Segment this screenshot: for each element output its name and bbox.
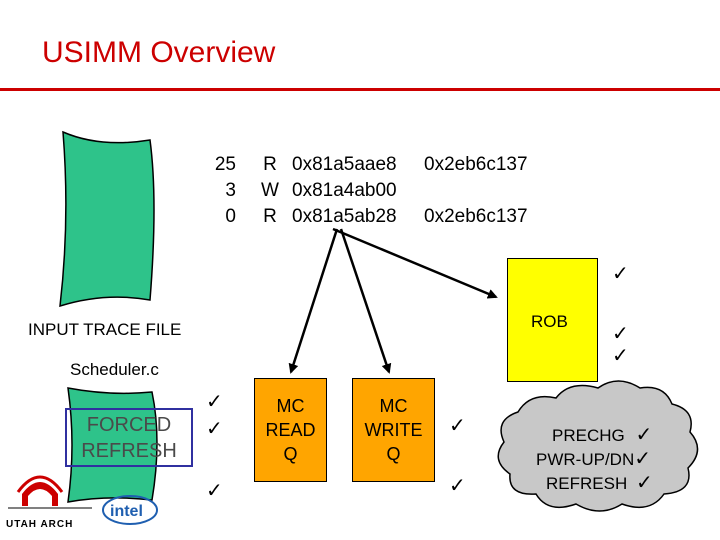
- mc-read-line1: MC: [276, 396, 305, 416]
- cloud-line1-text: PRECHG: [552, 426, 625, 445]
- scheduler-label: Scheduler.c: [70, 360, 159, 379]
- arrow-to-rob: [332, 227, 498, 299]
- check-icon: ✓: [612, 345, 629, 367]
- trace-time: 3: [225, 180, 236, 201]
- cloud-text: PRECHG ✓ PWR-UP/DN✓ REFRESH ✓: [520, 424, 670, 496]
- page-title: USIMM Overview: [42, 36, 276, 69]
- table-row: 25 R 0x81a5aae8 0x2eb6c137: [200, 152, 528, 178]
- mc-write-line3: Q: [386, 444, 401, 464]
- cloud-line-pwr: PWR-UP/DN✓: [520, 448, 670, 472]
- utah-arch-logo: UTAH ARCH: [6, 475, 92, 530]
- trace-records: 25 R 0x81a5aae8 0x2eb6c137 3 W 0x81a4ab0…: [200, 152, 528, 230]
- trace-type: R: [263, 154, 277, 175]
- arrow-to-mc-write: [339, 228, 392, 374]
- trace-type: R: [263, 206, 277, 227]
- mc-write-queue: MC WRITE Q: [352, 378, 435, 482]
- forced-refresh-line1: FORCED: [86, 413, 172, 436]
- cloud-line2-text: PWR-UP/DN: [536, 450, 635, 469]
- check-icon: ✓: [634, 448, 651, 470]
- trace-pc: 0x2eb6c137: [424, 206, 528, 227]
- check-icon: ✓: [635, 472, 653, 494]
- input-trace-file-shape: [59, 130, 155, 308]
- forced-refresh-box: FORCED REFRESH: [65, 408, 193, 467]
- mc-write-line1: MC: [379, 396, 408, 416]
- check-icon: ✓: [206, 391, 223, 413]
- forced-refresh-line2: REFRESH: [81, 439, 177, 462]
- mc-read-line3: Q: [283, 444, 298, 464]
- trace-pc: [424, 178, 528, 204]
- table-row: 0 R 0x81a5ab28 0x2eb6c137: [200, 204, 528, 230]
- trace-type: W: [261, 180, 279, 201]
- check-icon: ✓: [612, 263, 629, 285]
- trace-address: 0x81a5ab28: [292, 206, 397, 227]
- utah-arch-logo-text: UTAH ARCH: [6, 519, 73, 530]
- scheduler-file-shape: [67, 387, 158, 503]
- rob-box: [507, 258, 598, 382]
- input-trace-file-label: INPUT TRACE FILE: [28, 320, 182, 339]
- cloud-line-prechg: PRECHG ✓: [520, 424, 670, 448]
- check-icon: ✓: [449, 475, 466, 497]
- mc-write-line2: WRITE: [364, 420, 423, 440]
- intel-logo-text: intel: [110, 503, 143, 520]
- trace-time: 0: [225, 206, 236, 227]
- mc-read-line2: READ: [265, 420, 316, 440]
- trace-pc: 0x2eb6c137: [424, 154, 528, 175]
- check-icon: ✓: [635, 424, 653, 446]
- check-icon: ✓: [206, 418, 223, 440]
- rob-label: ROB: [531, 312, 568, 331]
- table-row: 3 W 0x81a4ab00: [200, 178, 528, 204]
- cloud-shape: [497, 380, 699, 512]
- arrow-to-mc-read: [288, 228, 339, 374]
- trace-time: 25: [214, 154, 236, 175]
- trace-address: 0x81a4ab00: [292, 180, 397, 201]
- cloud-line3-text: REFRESH: [546, 474, 628, 493]
- mc-read-queue: MC READ Q: [254, 378, 327, 482]
- title-underline: [0, 88, 720, 91]
- cloud-line-refresh: REFRESH ✓: [520, 472, 670, 496]
- intel-logo: intel: [102, 495, 158, 525]
- trace-address: 0x81a5aae8: [292, 154, 397, 175]
- check-icon: ✓: [449, 415, 466, 437]
- check-icon: ✓: [612, 323, 629, 345]
- check-icon: ✓: [206, 480, 223, 502]
